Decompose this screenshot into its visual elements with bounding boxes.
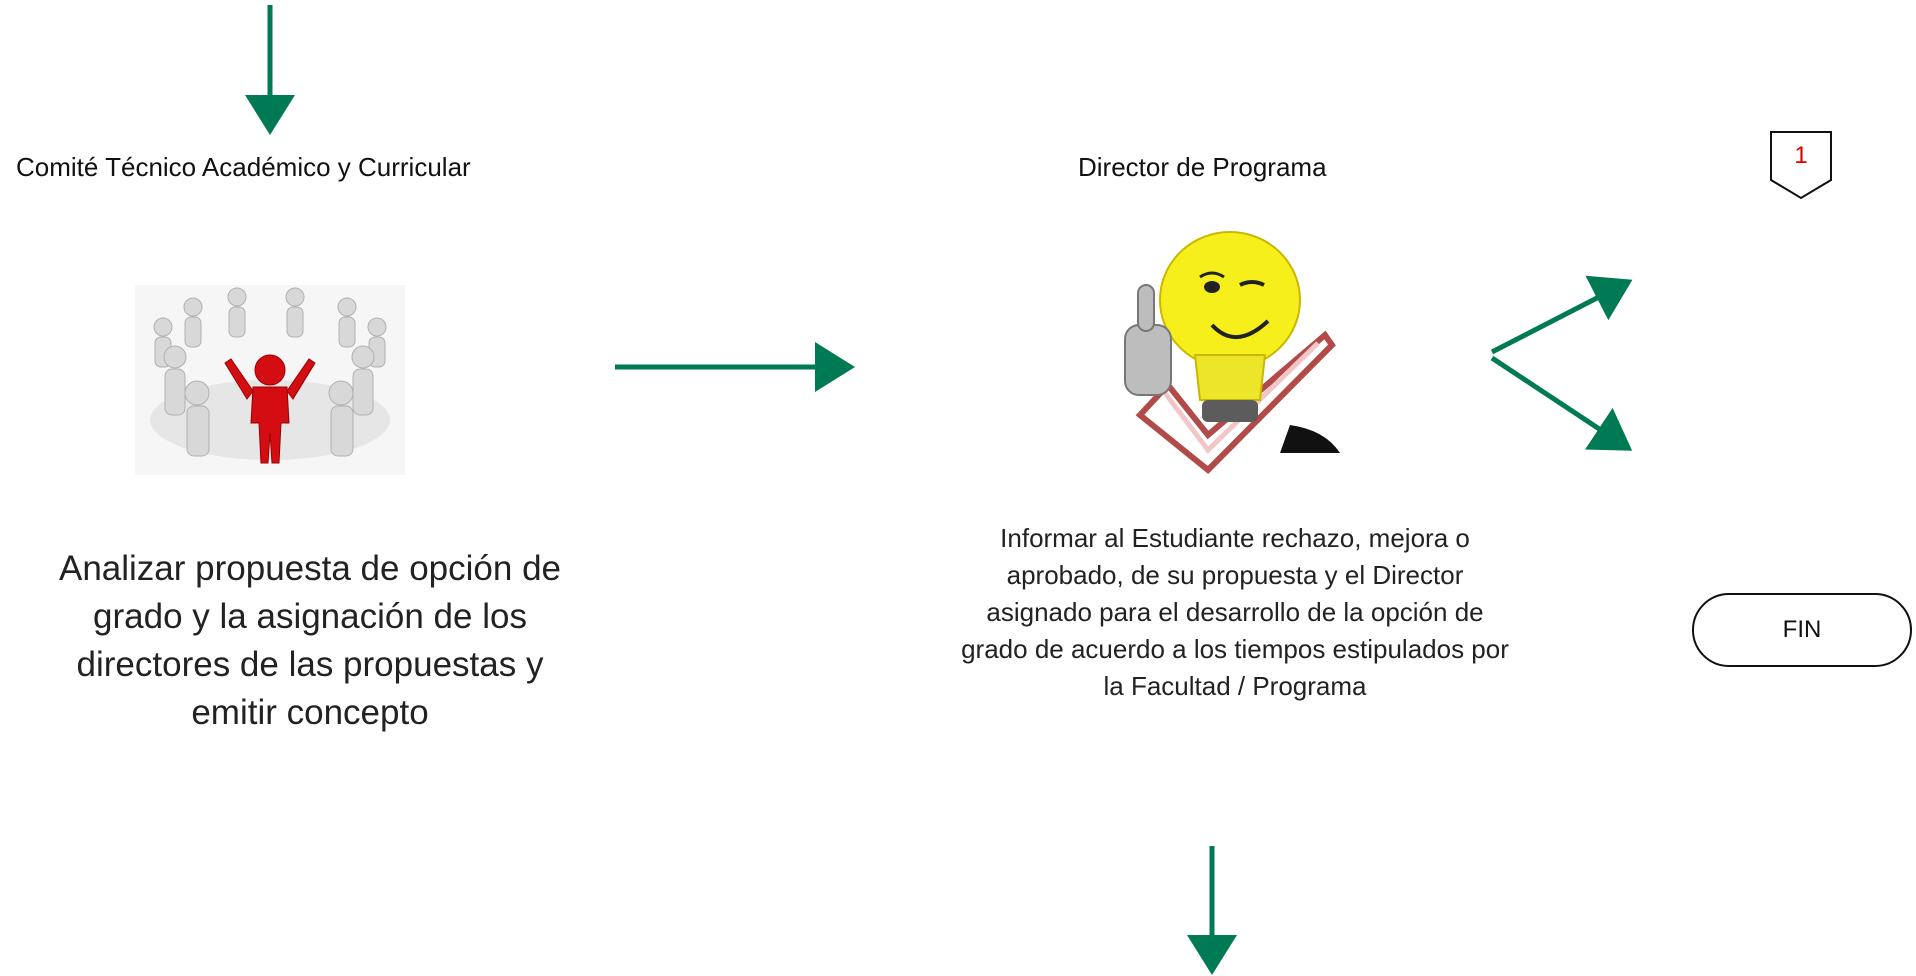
terminator-label: FIN bbox=[1782, 616, 1822, 643]
role-label-program-director: Director de Programa bbox=[1078, 152, 1327, 182]
team-circle-icon bbox=[135, 285, 405, 475]
lightbulb-thumbs-up-icon bbox=[1124, 231, 1340, 475]
connector-label: 1 bbox=[1794, 142, 1808, 169]
task-text-inform-student: Informar al Estudiante rechazo, mejora o… bbox=[961, 523, 1509, 701]
terminator-end: FIN bbox=[1692, 593, 1912, 667]
role-label-committee: Comité Técnico Académico y Curricular bbox=[16, 152, 471, 182]
task-text-analyze-proposal: Analizar propuesta de opción de grado y … bbox=[58, 549, 561, 732]
off-page-connector-icon bbox=[1770, 131, 1832, 200]
arrow-branch-down bbox=[1490, 355, 1633, 451]
arrow-branch-up bbox=[1490, 275, 1633, 355]
